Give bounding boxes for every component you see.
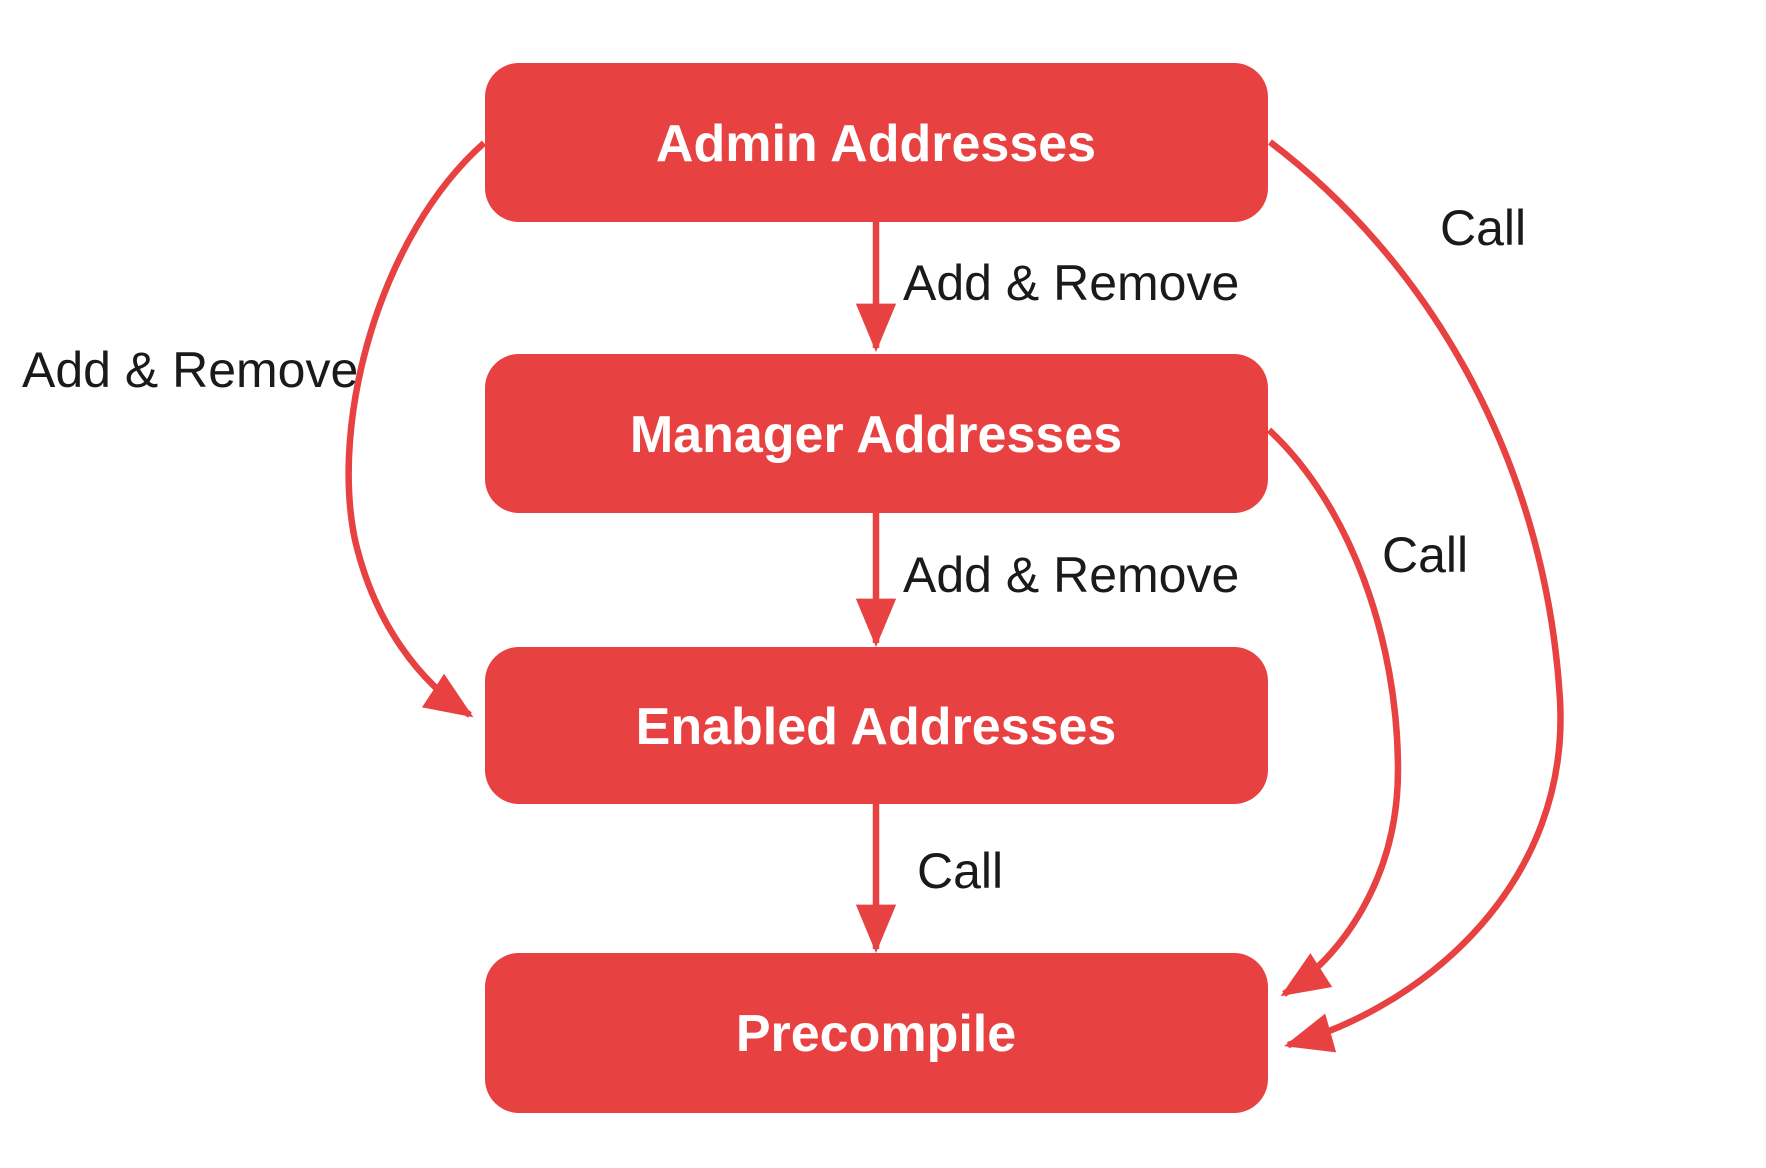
edge-label-manager-precompile: Call bbox=[1382, 527, 1468, 583]
edge-label-admin-enabled: Add & Remove bbox=[22, 342, 358, 398]
node-enabled-addresses-label: Enabled Addresses bbox=[636, 698, 1117, 756]
node-manager-addresses: Manager Addresses bbox=[485, 354, 1268, 513]
edge-label-admin-precompile: Call bbox=[1440, 200, 1526, 256]
edge-admin-to-enabled bbox=[345, 140, 487, 718]
edge-admin-to-precompile bbox=[1268, 139, 1564, 1053]
node-manager-addresses-box bbox=[485, 354, 1268, 513]
node-precompile-box bbox=[485, 953, 1268, 1113]
node-admin-addresses-box bbox=[485, 63, 1268, 222]
node-precompile-label: Precompile bbox=[736, 1005, 1016, 1063]
node-precompile: Precompile bbox=[485, 953, 1268, 1113]
node-admin-addresses: Admin Addresses bbox=[485, 63, 1268, 222]
edge-manager-to-precompile bbox=[1266, 427, 1402, 997]
edge-label-admin-manager: Add & Remove bbox=[903, 255, 1239, 311]
node-enabled-addresses: Enabled Addresses bbox=[485, 647, 1268, 804]
node-admin-addresses-label: Admin Addresses bbox=[656, 115, 1096, 173]
edge-label-enabled-precompile: Call bbox=[917, 843, 1003, 899]
node-enabled-addresses-box bbox=[485, 647, 1268, 804]
edge-label-manager-enabled: Add & Remove bbox=[903, 547, 1239, 603]
node-manager-addresses-label: Manager Addresses bbox=[630, 406, 1122, 464]
